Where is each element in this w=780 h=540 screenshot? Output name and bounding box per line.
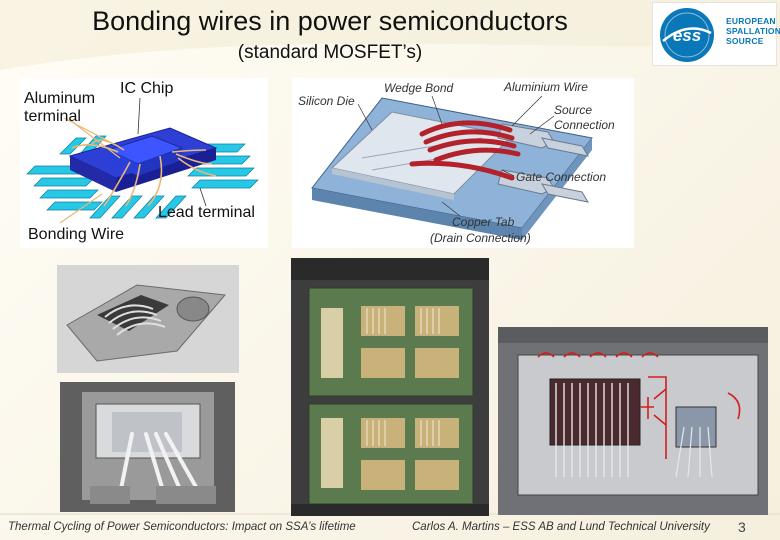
- power-module-image: [291, 258, 489, 516]
- power-module-photo: [291, 258, 489, 516]
- aluminium-wire-label: Aluminium Wire: [504, 80, 588, 94]
- footer-author: Carlos A. Martins – ESS AB and Lund Tech…: [412, 521, 710, 533]
- silicon-die-label: Silicon Die: [298, 94, 355, 108]
- to-package-image: [60, 382, 235, 512]
- ic-chip-drawing: [26, 97, 259, 224]
- aluminum-terminal-label: Aluminum terminal: [24, 90, 96, 125]
- slide-title: Bonding wires in power semiconductors: [92, 6, 568, 36]
- slide-subtitle: (standard MOSFET’s): [237, 42, 423, 63]
- ic-chip-diagram: Aluminum terminal IC Chip Lead terminal …: [20, 78, 268, 248]
- igbt-module-image: [498, 327, 768, 515]
- gate-connection-label: Gate Connection: [516, 170, 607, 184]
- mosfet-diagram: Silicon Die Wedge Bond Aluminium Wire So…: [292, 78, 634, 248]
- bonding-wire-label: Bonding Wire: [28, 226, 125, 243]
- igbt-module-photo: [498, 327, 768, 515]
- mosfet-package-photo: [57, 265, 239, 373]
- mosfet-drawing: [311, 95, 593, 240]
- drain-connection-label: (Drain Connection): [430, 231, 531, 245]
- mosfet-package-image: [57, 265, 239, 373]
- footer-presentation-title: Thermal Cycling of Power Semiconductors:…: [8, 521, 356, 533]
- ess-logo-name: EUROPEAN SPALLATION SOURCE: [726, 16, 780, 46]
- lead-terminal-label: Lead terminal: [158, 204, 255, 221]
- ic-chip-label: IC Chip: [120, 80, 174, 97]
- wedge-bond-label: Wedge Bond: [384, 81, 454, 95]
- ess-logo-mark-text: ess: [673, 26, 701, 45]
- ess-logo: ess EUROPEAN SPALLATION SOURCE: [652, 2, 780, 66]
- to-package-photo: [60, 382, 235, 512]
- page-number: 3: [738, 519, 746, 535]
- ess-logo-icon: [660, 8, 714, 62]
- ess-logo-mark: ess: [673, 26, 701, 45]
- copper-tab-label: Copper Tab: [452, 215, 515, 229]
- source-connection-label: Source Connection: [554, 103, 615, 132]
